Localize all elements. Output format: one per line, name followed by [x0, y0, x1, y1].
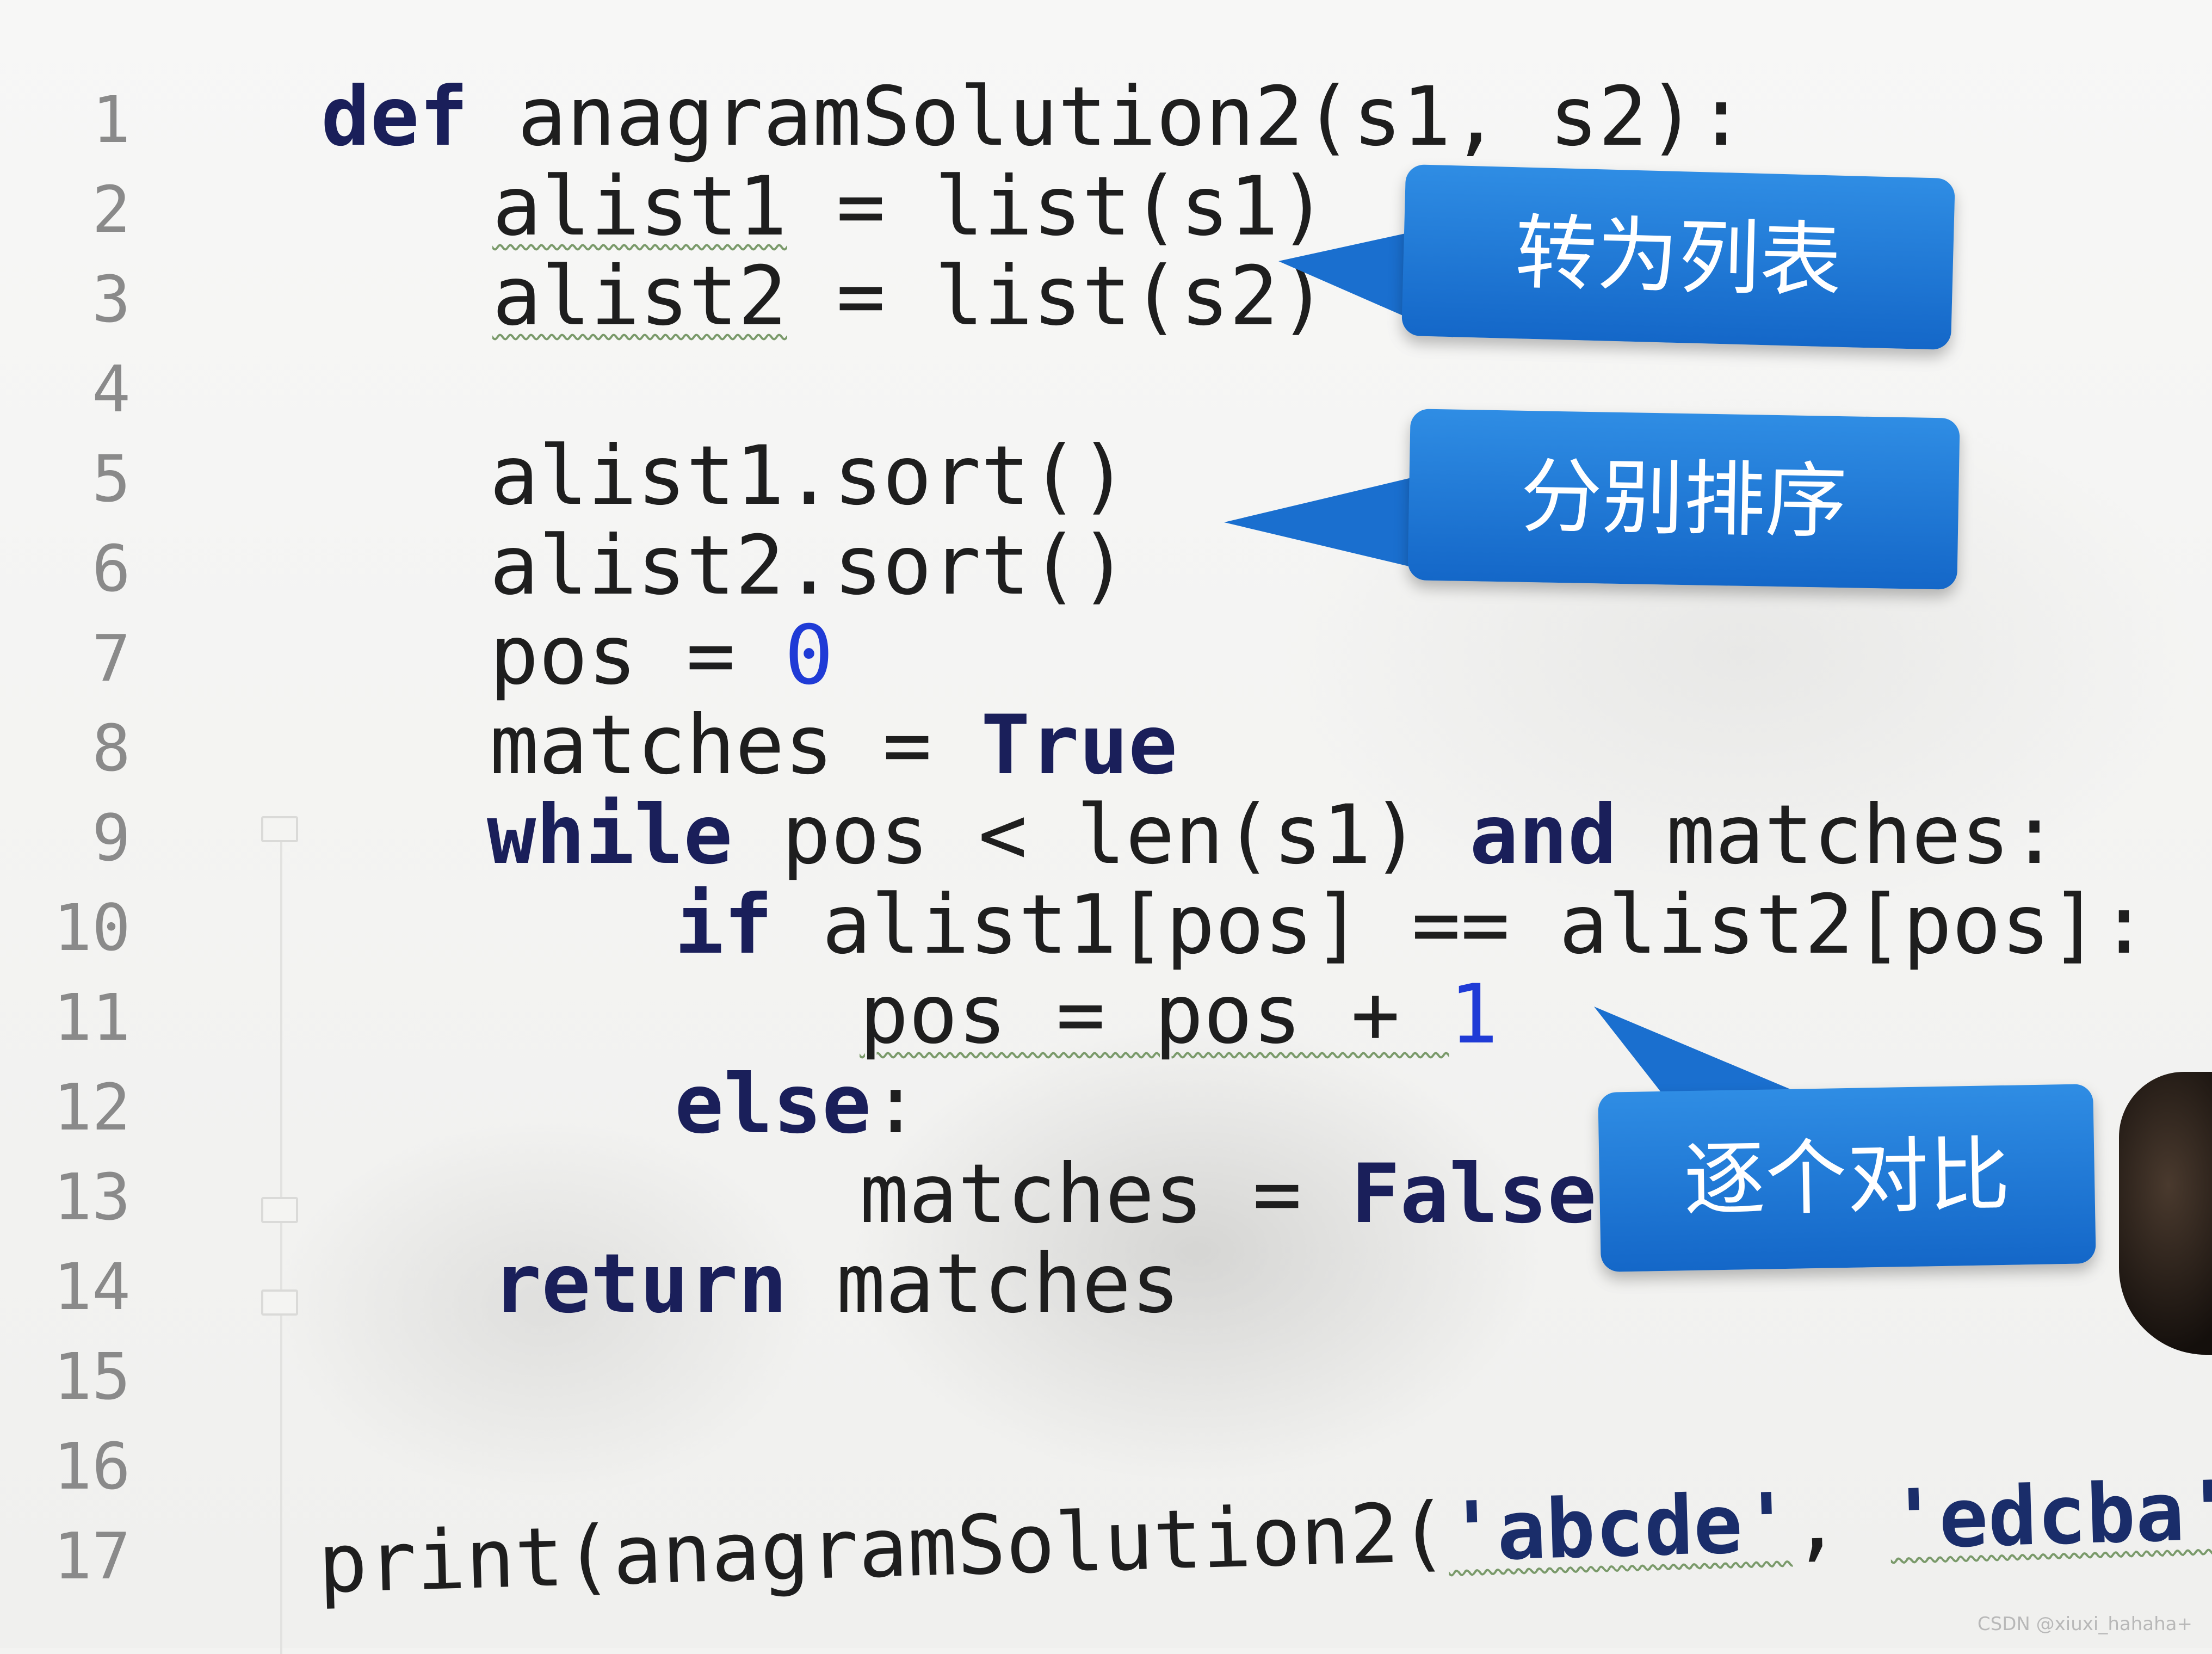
code-line-13[interactable]: matches = False — [860, 1148, 1597, 1241]
number-literal: 1 — [1449, 967, 1499, 1062]
code-text: alist1[pos] == alist2[pos]: — [773, 878, 2149, 972]
line-number: 6 — [91, 531, 131, 606]
code-text: alist2.sort() — [490, 519, 1128, 613]
line-number: 16 — [53, 1429, 131, 1504]
line-number: 1 — [91, 82, 131, 157]
code-text: pos = — [490, 608, 784, 703]
fold-guide-line — [280, 816, 282, 1654]
fold-toggle-icon[interactable] — [261, 1289, 298, 1316]
code-text: print(anagramSolution2( — [317, 1485, 1449, 1612]
line-number: 3 — [91, 262, 131, 337]
string-literal: 'abcde' — [1446, 1476, 1793, 1580]
line-number: 4 — [91, 351, 131, 427]
callout-label: 分别排序 — [1519, 449, 1848, 550]
keyword: else — [675, 1057, 872, 1152]
string-literal: 'edcba' — [1888, 1463, 2212, 1568]
code-line-1[interactable]: def anagramSolution2(s1, s2): — [321, 71, 1746, 163]
keyword: True — [981, 698, 1178, 793]
code-text: matches = — [490, 698, 981, 793]
keyword: and — [1469, 788, 1617, 882]
keyword: while — [487, 788, 733, 882]
code-line-10[interactable]: if alist1[pos] == alist2[pos]: — [675, 879, 2148, 971]
callout-label: 转为列表 — [1513, 205, 1843, 309]
keyword: if — [675, 878, 773, 972]
code-line-3[interactable]: alist2 = list(s2) — [492, 250, 1327, 343]
fold-toggle-icon[interactable] — [261, 1197, 298, 1223]
code-line-8[interactable]: matches = True — [490, 699, 1177, 792]
fold-toggle-icon[interactable] — [261, 816, 298, 842]
line-number: 11 — [53, 980, 131, 1055]
line-number: 8 — [91, 711, 131, 786]
code-line-7[interactable]: pos = 0 — [490, 609, 833, 702]
watermark: CSDN @xiuxi_hahaha+ — [1977, 1613, 2192, 1635]
number-literal: 0 — [784, 608, 834, 703]
code-line-17[interactable]: print(anagramSolution2('abcde', 'edcba')… — [317, 1462, 2212, 1612]
code-text: pos < len(s1) — [732, 788, 1470, 882]
keyword: False — [1351, 1147, 1597, 1242]
code-text: matches = — [860, 1147, 1351, 1242]
code-line-2[interactable]: alist1 = list(s1) — [492, 161, 1327, 253]
code-text: , — [1790, 1473, 1892, 1571]
code-line-12[interactable]: else: — [675, 1058, 920, 1151]
code-text: pos = pos + — [860, 967, 1449, 1062]
code-text: matches: — [1617, 788, 2059, 882]
code-text: = list(s1) — [787, 159, 1328, 254]
code-text: = list(s2) — [787, 249, 1328, 344]
identifier: alist2 — [492, 249, 787, 344]
code-text: alist1.sort() — [490, 429, 1128, 523]
keyword: return — [492, 1237, 787, 1331]
callout-tail-icon — [1224, 468, 1453, 577]
line-number: 13 — [53, 1159, 131, 1235]
line-number: 17 — [53, 1519, 131, 1594]
presenter-pointer — [2119, 1072, 2212, 1355]
line-number: 15 — [53, 1339, 131, 1414]
line-number: 7 — [91, 621, 131, 696]
line-number: 10 — [53, 890, 131, 965]
keyword: def — [321, 70, 468, 164]
line-number: 5 — [91, 441, 131, 516]
callout-sort-each: 分别排序 — [1407, 409, 1960, 590]
code-line-9[interactable]: while pos < len(s1) and matches: — [487, 789, 2059, 881]
code-text: anagramSolution2(s1, s2): — [468, 70, 1746, 164]
line-number: 9 — [91, 800, 131, 875]
callout-to-list: 转为列表 — [1401, 164, 1955, 350]
code-line-6[interactable]: alist2.sort() — [490, 520, 1128, 612]
line-number: 12 — [53, 1070, 131, 1145]
code-text: matches — [787, 1237, 1181, 1331]
line-number: 14 — [53, 1249, 131, 1324]
code-line-11[interactable]: pos = pos + 1 — [860, 968, 1498, 1061]
code-line-5[interactable]: alist1.sort() — [490, 430, 1128, 522]
code-text: : — [871, 1057, 920, 1152]
callout-compare-each: 逐个对比 — [1598, 1084, 2096, 1272]
identifier: alist1 — [492, 159, 787, 254]
line-number: 2 — [91, 172, 131, 247]
line-number-gutter: 1 2 3 4 5 6 7 8 9 10 11 12 13 14 15 16 1… — [0, 0, 141, 1648]
callout-label: 逐个对比 — [1683, 1127, 2011, 1229]
code-line-14[interactable]: return matches — [492, 1238, 1180, 1330]
